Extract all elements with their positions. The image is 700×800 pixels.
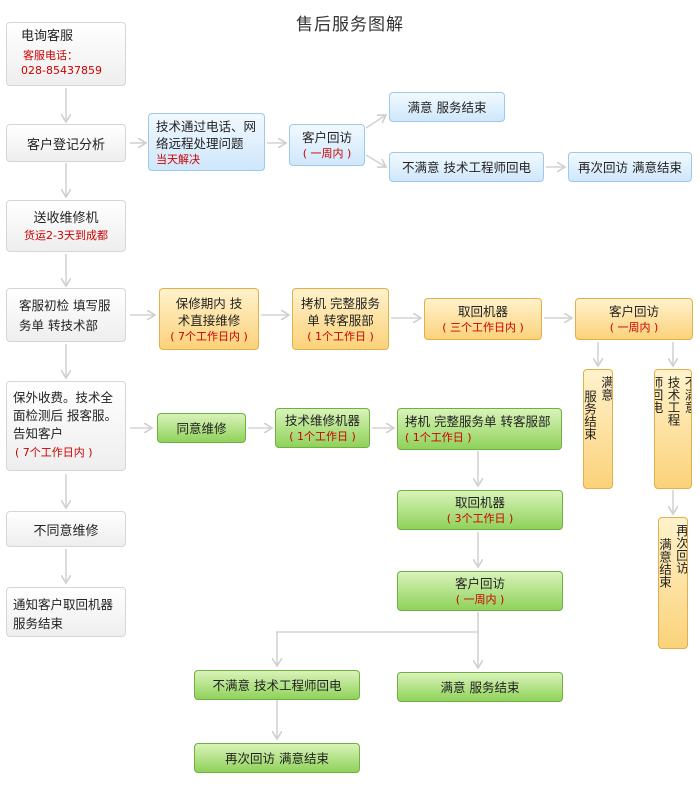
step-customer-followup: 客户回访 ( 一周内 ) [575,298,693,340]
page-title: 售后服务图解 [296,15,404,35]
step-line: 务单 转技术部 [19,318,98,333]
step-line: 面检测后 报客服。 [13,408,117,423]
step-title: 送收维修机 [33,210,99,226]
step-deadline: ( 1个工作日 ) [289,430,356,443]
step-title: 同意维修 [176,420,227,436]
step-tech-repair: 技术维修机器 ( 1个工作日 ) [275,408,370,448]
step-line: 络远程处理问题 [156,136,244,151]
step-deadline: 当天解决 [156,153,200,166]
step-text: 师回电 [654,376,664,414]
step-title: 不同意维修 [33,523,99,539]
step-line: 单 转客服部 [307,312,374,328]
step-deadline: ( 7个工作日内 ) [170,329,248,343]
step-customer-followup: 客户回访 ( 一周内 ) [289,124,365,166]
step-title: 取回机器 [457,304,508,319]
step-text: 不满意 [682,376,692,414]
step-title: 技术维修机器 [284,413,360,428]
step-title: 不满意 技术工程师回电 [212,677,342,693]
step-title: 客户回访 [454,576,505,591]
step-deadline: ( 一周内 ) [455,593,505,606]
step-line: 技术通过电话、网 [156,119,257,134]
step-line: 客服初检 填写服 [19,298,111,313]
step-title: 拷机 完整服务单 转客服部 [405,414,551,429]
step-unsatisfied-callback: 不满意 技术工程师回电 [389,152,544,182]
step-text: 服务结束 [583,390,597,440]
step-deadline: ( 7个工作日内 ) [15,446,93,459]
step-text: 满意结束 [658,538,672,588]
step-satisfied-end: 满意 服务结束 [397,672,563,702]
step-customer-followup: 客户回访 ( 一周内 ) [397,571,563,611]
step-initial-check: 客服初检 填写服 务单 转技术部 [6,288,126,342]
step-revisit-end: 再次回访 满意结束 [568,152,692,182]
step-line: 拷机 完整服务 [301,295,380,311]
step-title: 不满意 技术工程师回电 [402,159,531,175]
step-revisit-end: 再次回访 满意结束 [658,517,688,649]
step-line: 服务结束 [13,616,64,631]
step-burn-in-transfer: 拷机 完整服务 单 转客服部 ( 1个工作日 ) [292,288,389,350]
step-title: 客户回访 [608,304,659,319]
step-out-of-warranty: 保外收费。技术全 面检测后 报客服。 告知客户 ( 7个工作日内 ) [6,381,126,471]
step-satisfied-end: 满意 服务结束 [389,92,505,122]
step-in-warranty-repair: 保修期内 技 术直接维修 ( 7个工作日内 ) [159,288,259,350]
step-send-repair: 送收维修机 货运2-3天到成都 [6,200,126,252]
step-text: 满意 [599,376,613,401]
step-return-machine: 取回机器 ( 三个工作日内 ) [424,298,542,340]
step-line: 保外收费。技术全 [13,390,114,405]
step-register-analysis: 客户登记分析 [6,124,126,162]
step-title: 满意 服务结束 [440,679,520,695]
step-title: 电询客服 [21,29,74,44]
step-text: 再次回访 [674,524,688,574]
step-satisfied-end: 满意 服务结束 [583,369,613,489]
step-line: 术直接维修 [177,312,241,328]
step-burn-in-transfer: 拷机 完整服务单 转客服部 ( 1个工作日 ) [397,408,562,450]
step-title: 满意 服务结束 [407,99,487,115]
step-agree-repair: 同意维修 [157,413,246,443]
step-deadline: ( 一周内 ) [609,321,659,334]
step-line: 通知客户取回机器 [13,597,114,612]
step-deadline: ( 1个工作日 ) [307,329,374,343]
step-phone-inquiry: 电询客服 客服电话： 028-85437859 [6,22,126,86]
step-unsatisfied-callback: 不满意 技术工程 师回电 [654,369,692,489]
step-revisit-end: 再次回访 满意结束 [194,743,360,773]
step-deadline: ( 三个工作日内 ) [442,321,524,334]
step-line: 保修期内 技 [175,295,243,311]
hotline-number: 028-85437859 [21,64,102,77]
step-deadline: ( 一周内 ) [302,147,352,160]
step-title: 客户回访 [301,130,352,145]
step-title: 再次回访 满意结束 [225,750,329,766]
step-return-machine: 取回机器 ( 3个工作日 ) [397,490,563,530]
step-decline-repair: 不同意维修 [6,511,126,547]
step-title: 再次回访 满意结束 [578,159,682,175]
step-text: 技术工程 [665,376,681,426]
step-title: 客户登记分析 [26,137,105,153]
hotline-label: 客服电话： [23,49,78,62]
step-title: 取回机器 [454,495,505,510]
step-unsatisfied-callback: 不满意 技术工程师回电 [194,670,360,700]
step-deadline: ( 3个工作日 ) [446,512,514,525]
step-notify-pickup: 通知客户取回机器 服务结束 [6,587,126,637]
step-line: 告知客户 [13,426,64,441]
step-remote-support: 技术通过电话、网 络远程处理问题 当天解决 [148,113,265,171]
shipping-time: 货运2-3天到成都 [24,228,108,242]
step-deadline: ( 1个工作日 ) [405,431,472,444]
